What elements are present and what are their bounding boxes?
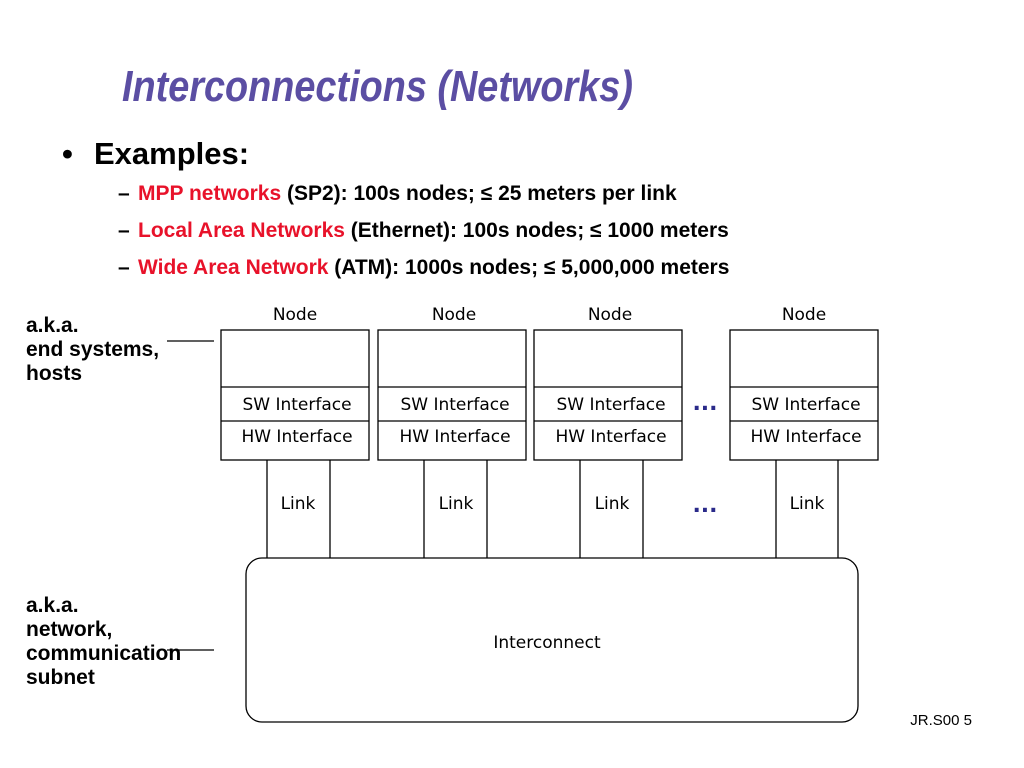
example-mpp: –MPP networks (SP2): 100s nodes; ≤ 25 me… [118,182,677,206]
dash-marker: – [118,219,130,242]
node-label: Node [588,305,632,325]
aka-network-line: subnet [26,666,95,689]
link-label: Link [439,494,474,514]
aka-hosts-label: a.k.a. end systems, hosts [26,314,159,386]
example-detail: (SP2): 100s nodes; ≤ 25 meters per link [281,182,677,205]
example-wan: –Wide Area Network (ATM): 1000s nodes; ≤… [118,256,729,280]
example-detail: (Ethernet): 100s nodes; ≤ 1000 meters [344,219,729,242]
hw-interface-label: HW Interface [399,427,510,447]
node-label: Node [782,305,826,325]
aka-hosts-line: a.k.a. [26,314,79,337]
example-lan: –Local Area Networks (Ethernet): 100s no… [118,219,729,243]
hw-interface-label: HW Interface [241,427,352,447]
link-label: Link [595,494,630,514]
aka-hosts-line: end systems, [26,338,160,361]
bullet-marker: • [62,136,73,171]
interconnect-label: Interconnect [493,633,601,653]
aka-hosts-line: hosts [26,362,83,385]
page-title: Interconnections (Networks) [122,62,633,111]
sw-interface-label: SW Interface [242,395,351,415]
link-label: Link [790,494,825,514]
node-box-1 [220,329,370,558]
node-box-2 [377,329,527,558]
ellipsis-links: ... [692,493,717,518]
dash-marker: – [118,256,130,279]
example-detail: (ATM): 1000s nodes; ≤ 5,000,000 meters [328,256,730,279]
interconnect-box [245,557,859,723]
node-box-4 [729,329,879,558]
sw-interface-label: SW Interface [751,395,860,415]
aka-network-line: a.k.a. [26,594,79,617]
hw-interface-label: HW Interface [750,427,861,447]
bullet-examples: • Examples: [62,136,249,172]
dash-marker: – [118,182,130,205]
hw-interface-label: HW Interface [555,427,666,447]
bullet-text: Examples: [94,136,250,171]
aka-network-line: communication [26,642,182,665]
sw-interface-label: SW Interface [556,395,665,415]
node-box-3 [533,329,683,558]
example-highlight: Local Area Networks [138,219,345,242]
link-label: Link [281,494,316,514]
aka-network-label: a.k.a. network, communication subnet [26,594,181,690]
sw-interface-label: SW Interface [400,395,509,415]
aka-network-line: network, [26,618,113,641]
node-label: Node [432,305,476,325]
slide-footer: JR.S00 5 [910,712,972,729]
example-highlight: MPP networks [138,182,282,205]
node-label: Node [273,305,317,325]
example-highlight: Wide Area Network [138,256,329,279]
ellipsis-nodes: ... [692,391,717,416]
